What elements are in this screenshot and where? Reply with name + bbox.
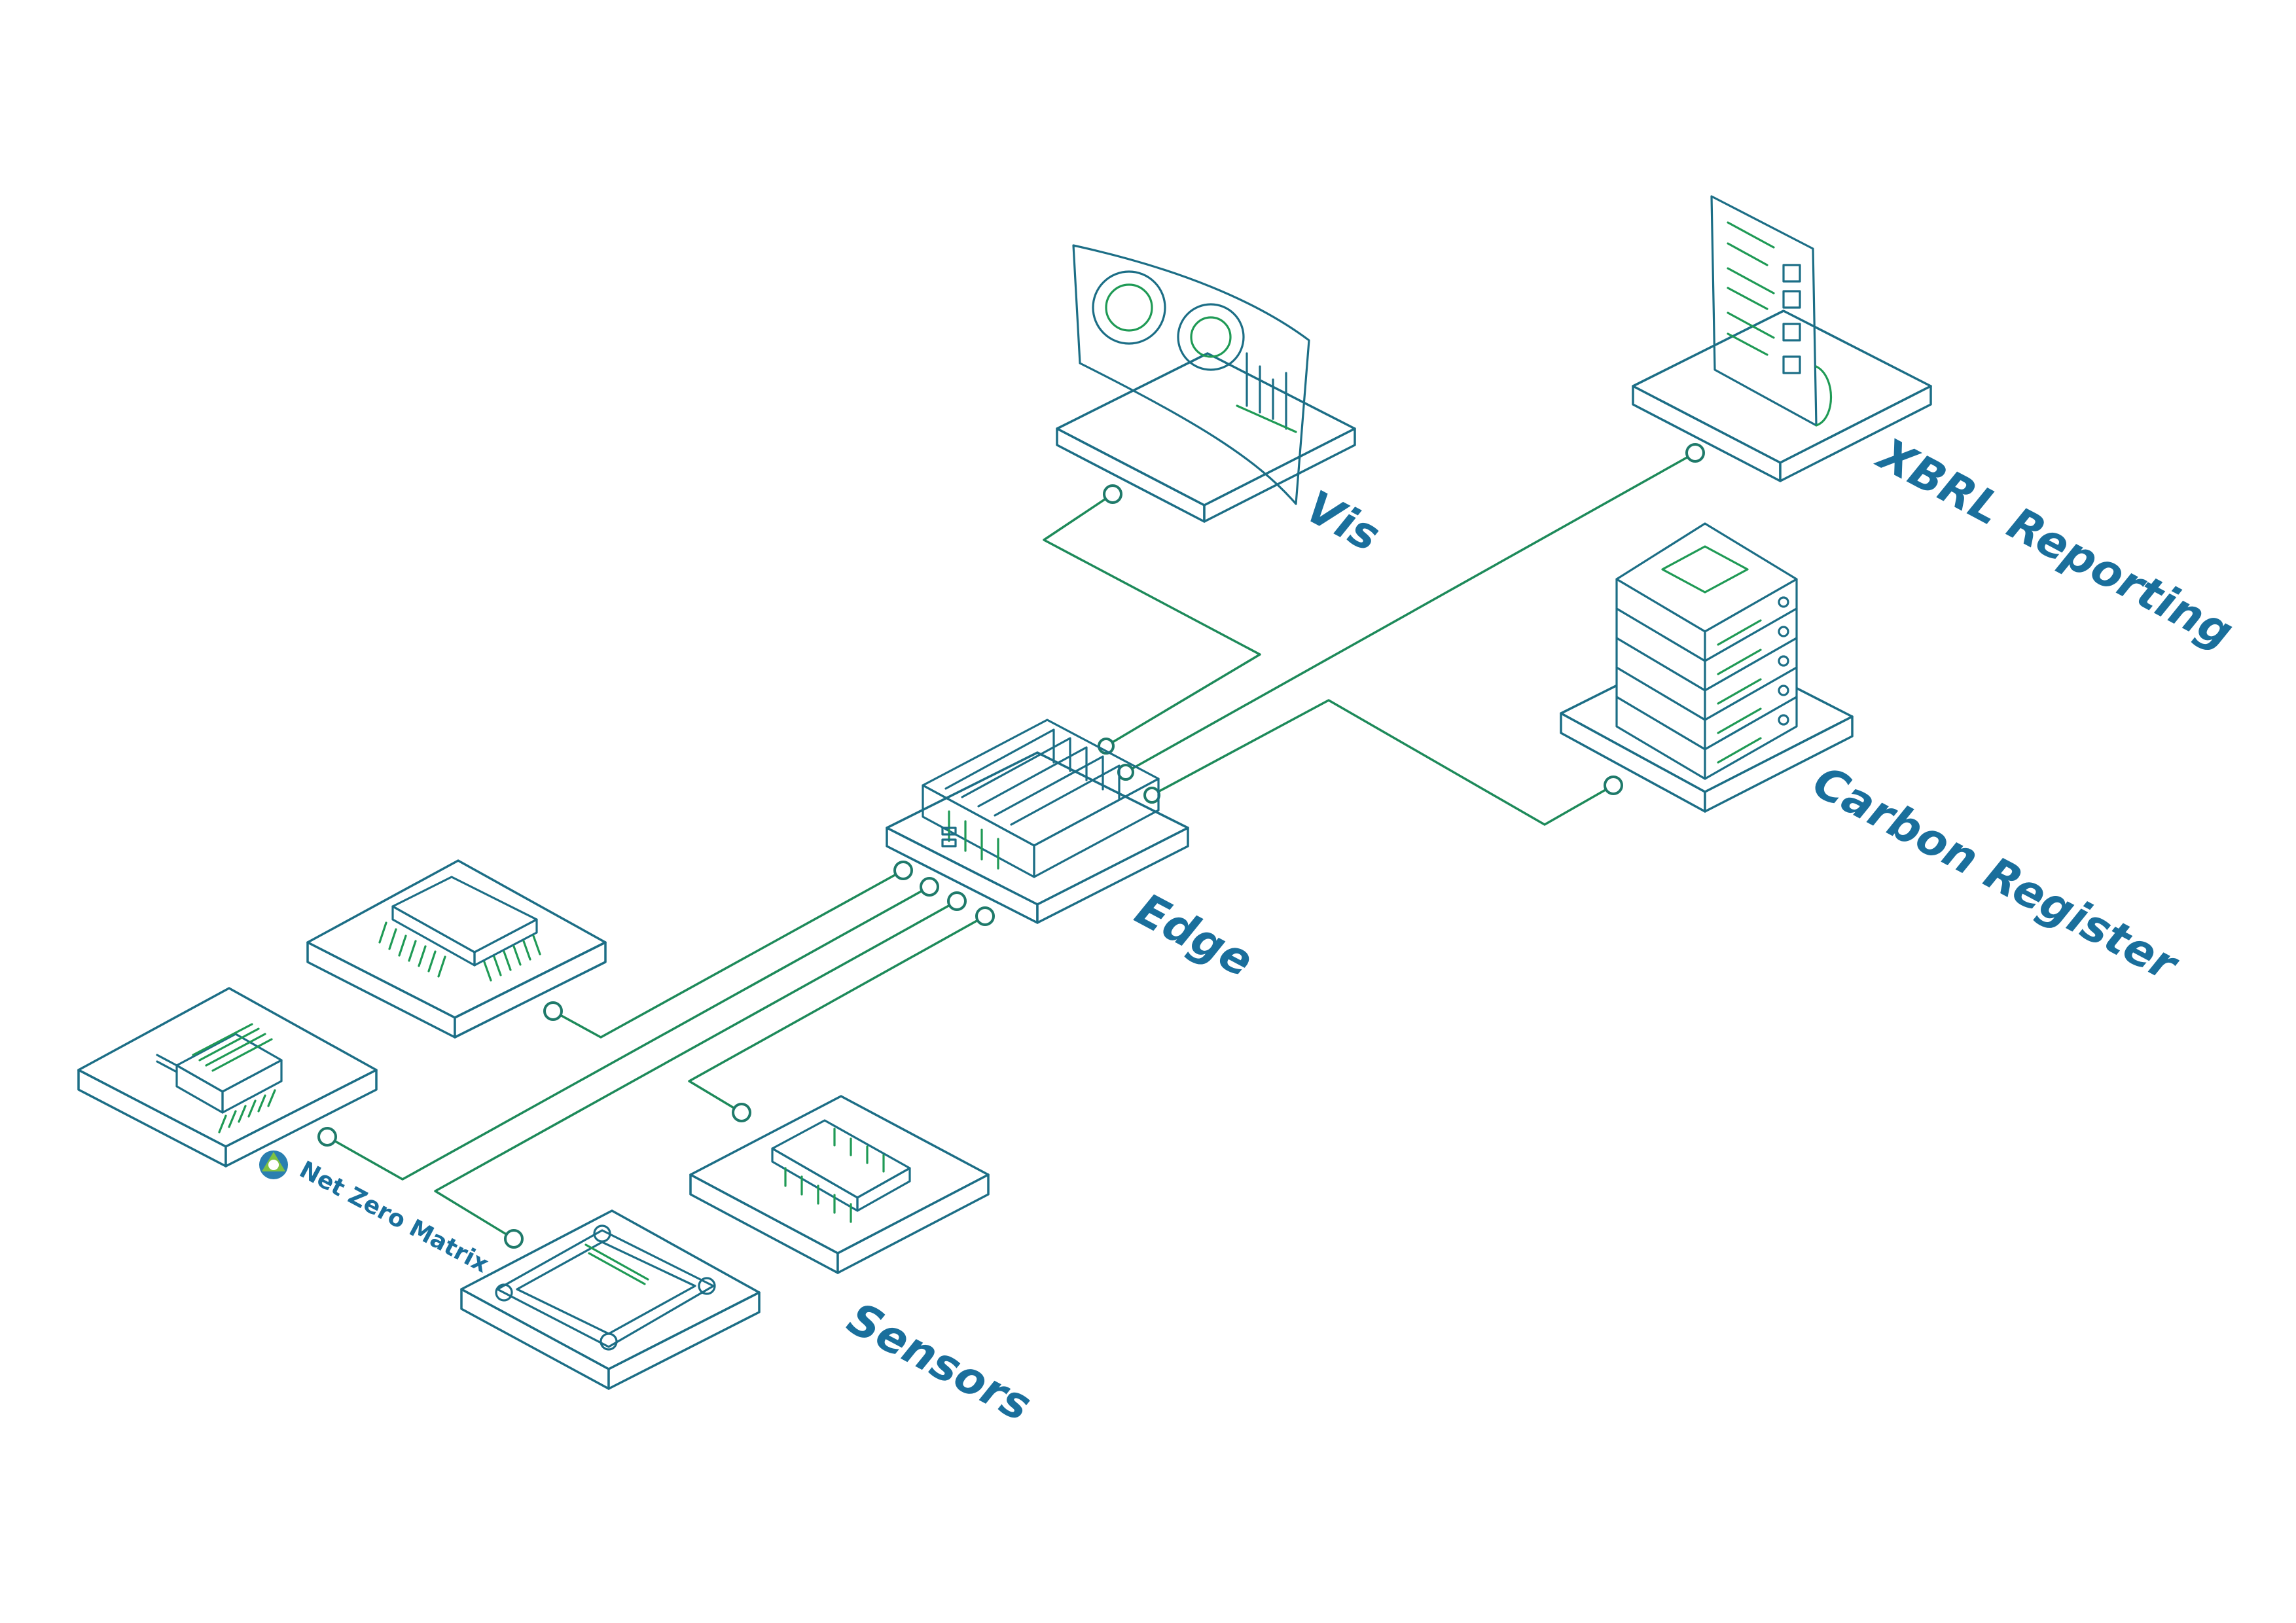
label-vis: Vis [1297, 481, 1388, 562]
dot-carbon [1604, 776, 1623, 795]
sensor-plate-b [77, 987, 378, 1168]
dot-sensor-b [317, 1127, 337, 1147]
sensor-plate-d [689, 1095, 990, 1274]
sensor-plate-c [460, 1209, 761, 1390]
label-sensors: Sensors [839, 1293, 1039, 1432]
edge-device-icon [922, 719, 1160, 878]
xbrl-node [1632, 195, 1932, 482]
dot-edge-top-3 [1143, 787, 1160, 804]
net-zero-matrix-logo-icon [259, 1150, 288, 1179]
dashboard-panel-icon [1072, 244, 1310, 505]
connection-dots [317, 443, 1705, 1249]
label-edge: Edge [1127, 883, 1261, 988]
wire-vis-edge [1043, 493, 1261, 747]
dot-xbrl [1685, 443, 1705, 463]
carbon-node [1560, 522, 1854, 813]
sensor-chip-qfp [306, 859, 607, 1039]
vis-node [1056, 244, 1356, 523]
label-xbrl-reporting: XBRL Reporting [1867, 427, 2241, 659]
connector-wires [326, 452, 1696, 1240]
xbrl-plate [1632, 310, 1932, 482]
sensor-chip-wide [77, 987, 378, 1168]
wire-edge-sensor-4 [688, 915, 986, 1114]
wire-edge-sensor-2 [326, 885, 931, 1181]
edge-plate [886, 751, 1189, 924]
brand-mark: Net Zero Matrix [259, 1150, 493, 1278]
dot-vis [1103, 484, 1122, 504]
server-rack-icon [1615, 522, 1798, 780]
sensor-chip-dip [689, 1095, 990, 1274]
dot-sensor-c [504, 1229, 524, 1249]
document-icon [1710, 195, 1833, 427]
dot-edge-2 [920, 877, 939, 897]
dot-edge-top-2 [1117, 764, 1134, 781]
wire-carbon-edge [1151, 699, 1615, 826]
label-carbon-register: Carbon Register [1804, 756, 2187, 992]
wire-xbrl-edge [1124, 452, 1696, 774]
wire-edge-sensor-3 [434, 900, 958, 1240]
sensor-plate-a [306, 859, 607, 1039]
dot-sensor-a [543, 1001, 563, 1021]
vis-plate [1056, 352, 1356, 523]
wire-edge-sensor-1 [552, 869, 905, 1039]
dot-edge-3 [947, 891, 967, 911]
sensor-chip-processor [460, 1209, 761, 1390]
edge-node [886, 719, 1189, 924]
dot-edge-1 [893, 861, 913, 880]
dot-edge-4 [975, 906, 995, 926]
dot-sensor-d [732, 1103, 751, 1122]
